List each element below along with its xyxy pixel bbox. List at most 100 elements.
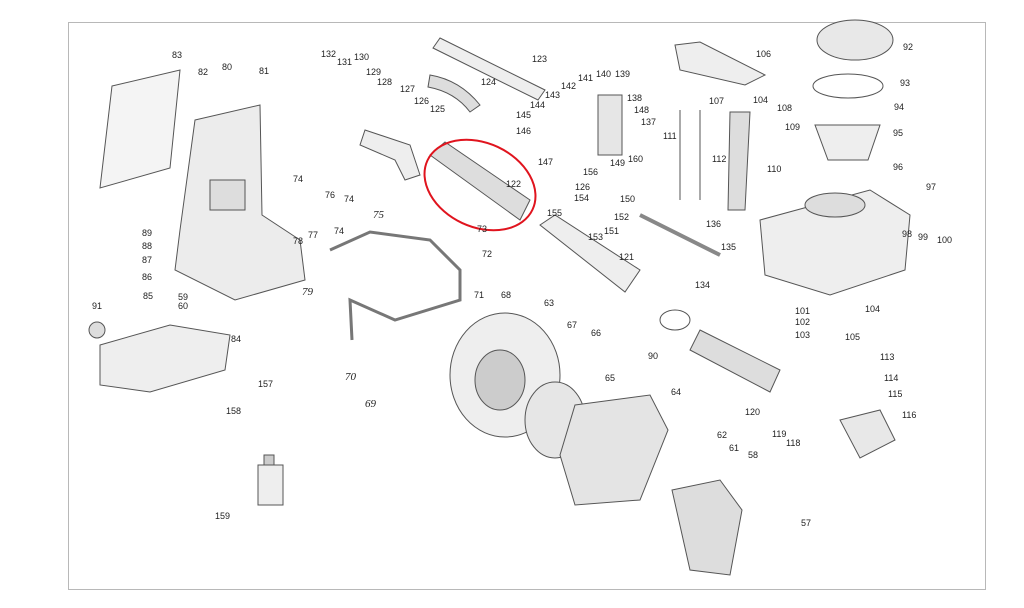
part-label-149: 149: [610, 158, 626, 168]
part-label-130: 130: [354, 52, 370, 62]
part-label-100: 100: [937, 235, 953, 245]
part-engine-cover: [671, 479, 743, 576]
part-label-157: 157: [258, 379, 274, 389]
part-label-125: 125: [430, 104, 446, 114]
part-label-141: 141: [578, 73, 594, 83]
highlight-circle-122: [423, 138, 537, 232]
part-label-121: 121: [619, 252, 635, 262]
part-label-84: 84: [231, 334, 242, 344]
part-label-107: 107: [709, 96, 725, 106]
part-label-151: 151: [604, 226, 620, 236]
part-label-60: 60: [178, 301, 189, 311]
part-flex-110: [727, 111, 751, 211]
part-tank-97: [759, 189, 911, 296]
part-label-147: 147: [538, 157, 554, 167]
part-label-74: 74: [293, 174, 304, 184]
part-label-98: 98: [902, 229, 913, 239]
part-label-127: 127: [400, 84, 416, 94]
part-label-132: 132: [321, 49, 337, 59]
part-label-102: 102: [795, 317, 811, 327]
part-elbow-124: [427, 74, 481, 113]
part-label-142: 142: [561, 81, 577, 91]
part-label-158: 158: [226, 406, 242, 416]
part-throttle: [597, 94, 623, 156]
part-label-140: 140: [596, 69, 612, 79]
part-label-62: 62: [717, 430, 728, 440]
part-label-153: 153: [588, 232, 604, 242]
part-label-129: 129: [366, 67, 382, 77]
part-label-79: 79: [302, 286, 313, 298]
part-frame-window: [209, 179, 246, 211]
diagram-frame: [68, 22, 986, 590]
part-label-104: 104: [753, 95, 769, 105]
part-label-124: 124: [481, 77, 497, 87]
part-elbow-127: [359, 129, 421, 181]
part-cover-plate: [99, 69, 181, 189]
part-label-57: 57: [801, 518, 812, 528]
part-tube-121: [539, 214, 641, 293]
part-label-93: 93: [900, 78, 911, 88]
part-cable-136: [639, 213, 721, 257]
part-label-155: 155: [547, 208, 563, 218]
part-label-115: 115: [888, 389, 903, 399]
part-label-134: 134: [695, 280, 711, 290]
part-label-78: 78: [293, 236, 304, 246]
part-tube-106: [674, 41, 767, 86]
part-label-145: 145: [516, 110, 532, 120]
part-label-109: 109: [785, 122, 801, 132]
part-label-72: 72: [482, 249, 493, 259]
part-label-86: 86: [142, 272, 153, 282]
part-label-74: 74: [334, 226, 345, 236]
part-label-61: 61: [729, 443, 740, 453]
part-label-139: 139: [615, 69, 631, 79]
part-housing-64: [559, 394, 669, 506]
part-label-73: 73: [477, 224, 488, 234]
part-label-110: 110: [767, 164, 782, 174]
part-label-76: 76: [325, 190, 336, 200]
part-label-104: 104: [865, 304, 881, 314]
part-label-101: 101: [795, 306, 811, 316]
part-label-77: 77: [308, 230, 319, 240]
part-label-156: 156: [583, 167, 599, 177]
part-label-146: 146: [516, 126, 532, 136]
part-label-70: 70: [345, 371, 356, 383]
part-label-159: 159: [215, 511, 231, 521]
part-label-135: 135: [721, 242, 737, 252]
part-label-65: 65: [605, 373, 616, 383]
part-label-75: 75: [373, 209, 384, 221]
part-label-80: 80: [222, 62, 233, 72]
part-label-92: 92: [903, 42, 914, 52]
part-label-122: 122: [506, 179, 522, 189]
part-label-99: 99: [918, 232, 929, 242]
part-label-81: 81: [259, 66, 270, 76]
part-label-106: 106: [756, 49, 772, 59]
part-label-154: 154: [574, 193, 590, 203]
part-label-82: 82: [198, 67, 209, 77]
part-label-96: 96: [893, 162, 904, 172]
part-label-69: 69: [365, 398, 376, 410]
part-label-112: 112: [712, 154, 727, 164]
part-label-128: 128: [377, 77, 393, 87]
part-label-120: 120: [745, 407, 761, 417]
part-label-160: 160: [628, 154, 644, 164]
part-label-91: 91: [92, 301, 103, 311]
part-label-150: 150: [620, 194, 636, 204]
part-label-118: 118: [786, 438, 801, 448]
part-ring-93: [812, 73, 884, 99]
part-oil-bottle: [257, 464, 284, 506]
part-label-90: 90: [648, 351, 659, 361]
part-label-94: 94: [894, 102, 905, 112]
part-label-66: 66: [591, 328, 602, 338]
part-label-137: 137: [641, 117, 657, 127]
part-label-113: 113: [880, 352, 895, 362]
part-label-111: 111: [663, 131, 677, 141]
part-label-123: 123: [532, 54, 548, 64]
part-label-119: 119: [772, 429, 787, 439]
part-label-103: 103: [795, 330, 811, 340]
part-label-89: 89: [142, 228, 153, 238]
part-label-144: 144: [530, 100, 546, 110]
part-tube-123: [432, 37, 546, 101]
part-label-67: 67: [567, 320, 578, 330]
part-lid-92: [816, 19, 894, 61]
